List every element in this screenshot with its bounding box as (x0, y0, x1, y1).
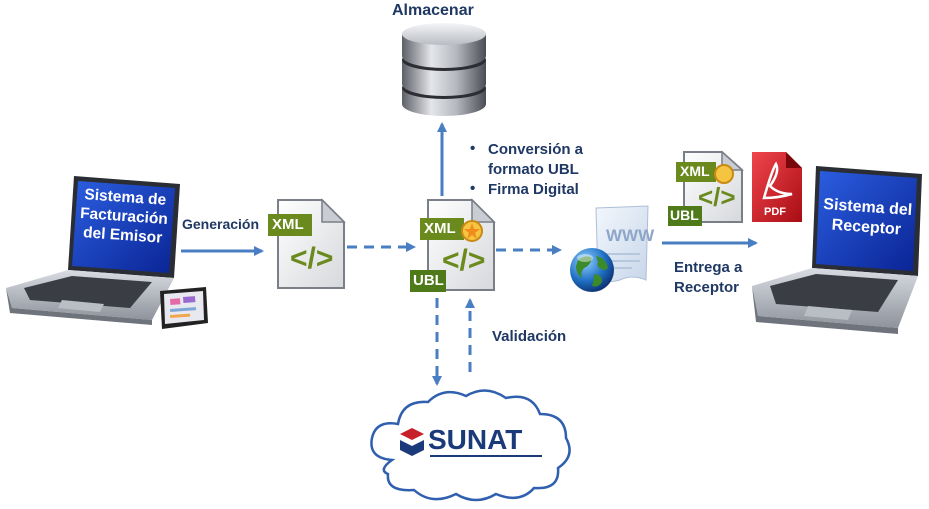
code-glyph-right: </> (698, 182, 736, 212)
emisor-screen-text: Sistema de Facturación del Emisor (79, 186, 169, 247)
validacion-label: Validación (492, 328, 567, 345)
xml-tag-center: XML (424, 220, 456, 237)
cloud-icon (370, 389, 571, 502)
sunat-logo: SUNAT (428, 424, 523, 455)
bullet-dot: • (470, 180, 476, 197)
xml-file-icon (268, 198, 346, 289)
code-glyph: </> (290, 242, 334, 275)
almacenar-label: Almacenar (392, 2, 474, 19)
xml-tag: XML (272, 216, 304, 233)
sunat-cloud: SUNAT (362, 384, 578, 506)
bullet-conversion: • Conversión a formato UBL (470, 140, 620, 180)
bullet-dot: • (470, 140, 476, 157)
pdf-tag: PDF (764, 206, 786, 218)
database-icon (402, 23, 486, 116)
tablet (156, 285, 210, 331)
generacion-label: Generación (182, 216, 260, 232)
database (398, 22, 490, 118)
xml-file: XML </> (266, 198, 348, 290)
globe (568, 246, 616, 294)
xml-tag-right: XML (680, 163, 710, 179)
receptor-laptop: Sistema del Receptor (748, 160, 928, 340)
globe-icon (570, 248, 614, 292)
emisor-laptop: Sistema de Facturación del Emisor (2, 170, 180, 330)
ubl-signed-file: XML </> UBL (410, 198, 500, 294)
bullet-firma: • Firma Digital (470, 180, 620, 200)
firma-label: Firma Digital (488, 181, 579, 198)
laptop-icon (752, 166, 922, 334)
conversion-bullets: • Conversión a formato UBL • Firma Digit… (470, 140, 620, 200)
ubl-tag-right: UBL (670, 207, 699, 223)
pdf-icon (752, 152, 802, 222)
ubl-tag-center: UBL (413, 272, 444, 289)
receptor-xml-file: XML </> UBL (668, 150, 748, 226)
pdf-file: PDF (748, 150, 804, 224)
signed-xml-file-icon (410, 198, 496, 292)
receptor-screen-text: Sistema del Receptor (822, 195, 913, 239)
laptop-icon (6, 176, 180, 325)
www-text: WWW (606, 226, 655, 245)
entrega-label: Entrega a Receptor (674, 259, 743, 296)
code-glyph-center: </> (442, 244, 486, 277)
conversion-label: Conversión a formato UBL (488, 141, 584, 178)
tablet-icon (160, 287, 208, 329)
signed-xml-file-icon (668, 150, 744, 226)
